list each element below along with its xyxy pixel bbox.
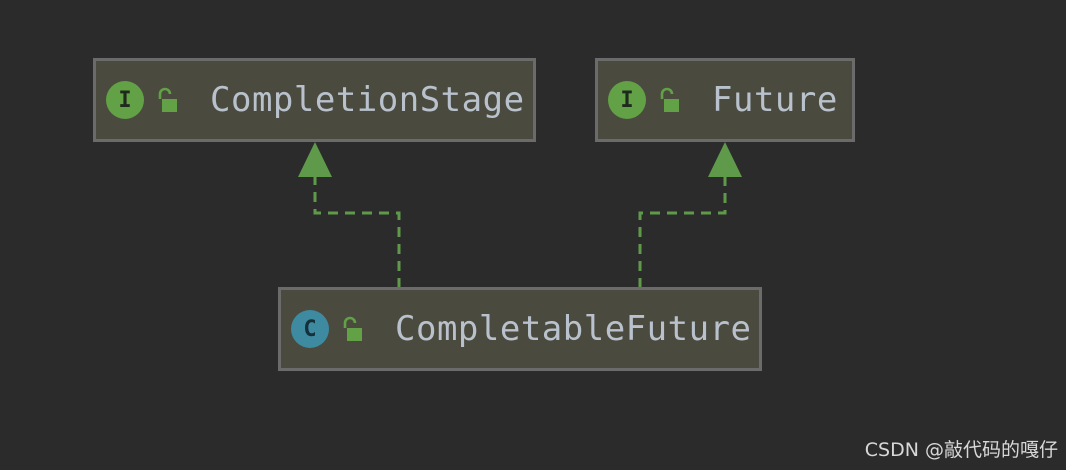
node-label-future: Future — [712, 80, 838, 120]
node-future[interactable]: I Future — [595, 58, 855, 142]
edge-completablefuture-to-completionstage — [313, 176, 401, 288]
node-completionstage[interactable]: I CompletionStage — [93, 58, 536, 142]
open-lock-icon — [341, 316, 363, 342]
open-lock-icon — [156, 87, 178, 113]
interface-badge-icon: I — [106, 81, 144, 119]
arrowhead-future — [708, 142, 742, 177]
class-badge-icon: C — [291, 310, 329, 348]
node-label-completablefuture: CompletableFuture — [395, 309, 752, 349]
edge-completablefuture-to-future — [638, 176, 727, 288]
watermark-text: CSDN @敲代码的嘎仔 — [864, 439, 1058, 461]
node-completablefuture[interactable]: C CompletableFuture — [278, 287, 762, 371]
node-label-completionstage: CompletionStage — [210, 80, 525, 120]
arrowhead-completionstage — [298, 142, 332, 177]
open-lock-icon — [658, 87, 680, 113]
interface-badge-icon: I — [608, 81, 646, 119]
